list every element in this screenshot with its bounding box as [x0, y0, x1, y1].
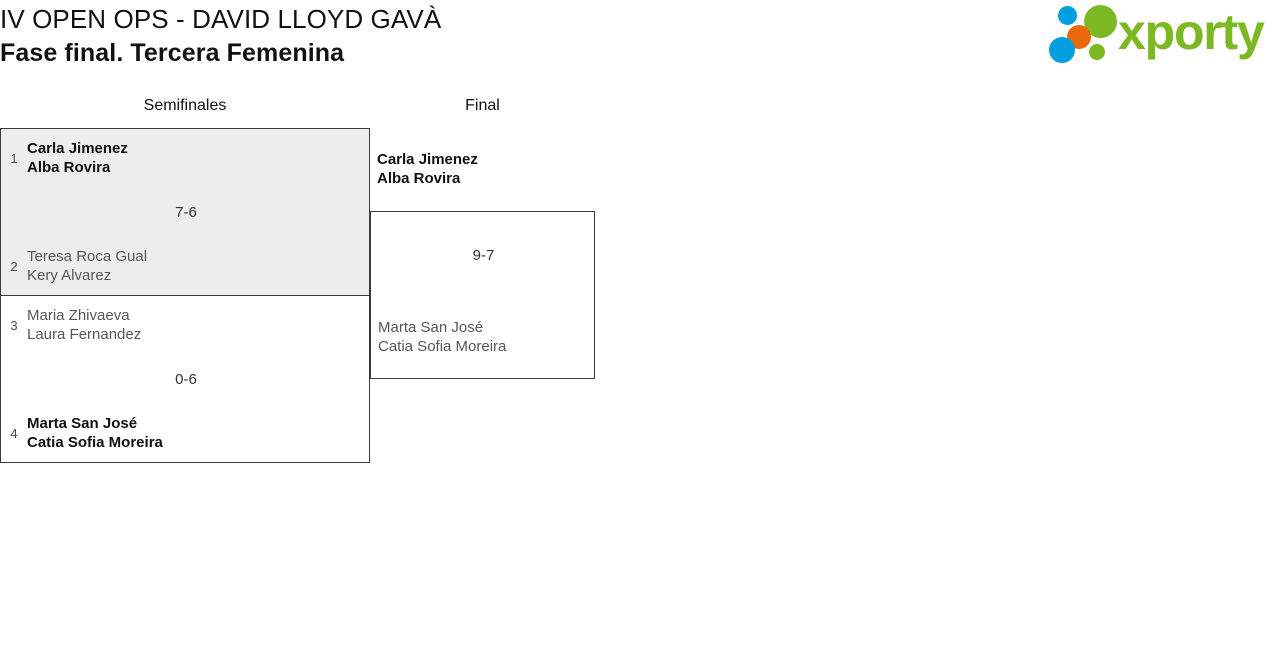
logo-dot-blue-small — [1058, 6, 1077, 25]
seed-number: 4 — [10, 425, 18, 441]
match-final[interactable]: 9-7 Marta San José Catia Sofia Moreira — [370, 211, 595, 379]
player-name: Laura Fernandez — [27, 326, 142, 343]
player-name: Alba Rovira — [27, 159, 111, 176]
player-name: Alba Rovira — [377, 170, 461, 187]
page-header: IV OPEN OPS - DAVID LLOYD GAVÀ Fase fina… — [0, 0, 1280, 78]
player-name: Teresa Roca Gual — [27, 248, 148, 265]
team-names: Teresa Roca Gual Kery Alvarez — [27, 247, 147, 285]
player-name: Marta San José — [378, 319, 484, 336]
match-score: 9-7 — [472, 247, 495, 264]
seed-number: 1 — [10, 150, 18, 166]
player-name: Carla Jimenez — [377, 151, 478, 168]
player-name: Kery Alvarez — [27, 267, 112, 284]
seed-number: 2 — [10, 258, 18, 274]
xporty-dots-icon — [1048, 4, 1122, 63]
match-team-bottom[interactable]: 2 Teresa Roca Gual Kery Alvarez — [1, 247, 147, 285]
team-names: Marta San José Catia Sofia Moreira — [27, 414, 163, 452]
team-names: Maria Zhivaeva Laura Fernandez — [27, 306, 141, 344]
player-name: Maria Zhivaeva — [27, 307, 130, 324]
match-semifinal-2[interactable]: 3 Maria Zhivaeva Laura Fernandez 0-6 4 M… — [0, 295, 370, 463]
match-score: 0-6 — [175, 371, 197, 388]
player-name: Marta San José — [27, 415, 138, 432]
tournament-title-block: IV OPEN OPS - DAVID LLOYD GAVÀ Fase fina… — [0, 2, 441, 70]
team-names: Carla Jimenez Alba Rovira — [27, 139, 128, 177]
xporty-logo[interactable]: xporty — [1042, 4, 1274, 63]
match-team-top[interactable]: 3 Maria Zhivaeva Laura Fernandez — [1, 306, 141, 344]
player-name: Catia Sofia Moreira — [378, 338, 507, 355]
player-name: Catia Sofia Moreira — [27, 434, 163, 451]
player-name: Carla Jimenez — [27, 140, 128, 157]
match-team-bottom[interactable]: 4 Marta San José Catia Sofia Moreira — [1, 414, 163, 452]
match-team-top[interactable]: 1 Carla Jimenez Alba Rovira — [1, 139, 128, 177]
round-header-semifinales: Semifinales — [143, 97, 227, 114]
logo-dot-green-small — [1089, 44, 1105, 60]
match-semifinal-1[interactable]: 1 Carla Jimenez Alba Rovira 7-6 2 Teresa… — [0, 128, 370, 296]
match-score: 7-6 — [175, 204, 197, 221]
final-winner-team[interactable]: Carla Jimenez Alba Rovira — [377, 150, 478, 188]
page-subtitle: Fase final. Tercera Femenina — [0, 39, 345, 67]
logo-dot-blue-large — [1049, 37, 1075, 63]
final-runnerup-team[interactable]: Marta San José Catia Sofia Moreira — [378, 318, 506, 356]
round-header-final: Final — [465, 97, 500, 114]
page-title: IV OPEN OPS - DAVID LLOYD GAVÀ — [0, 4, 442, 34]
logo-wordmark: xporty — [1118, 4, 1265, 60]
seed-number: 3 — [10, 317, 18, 333]
